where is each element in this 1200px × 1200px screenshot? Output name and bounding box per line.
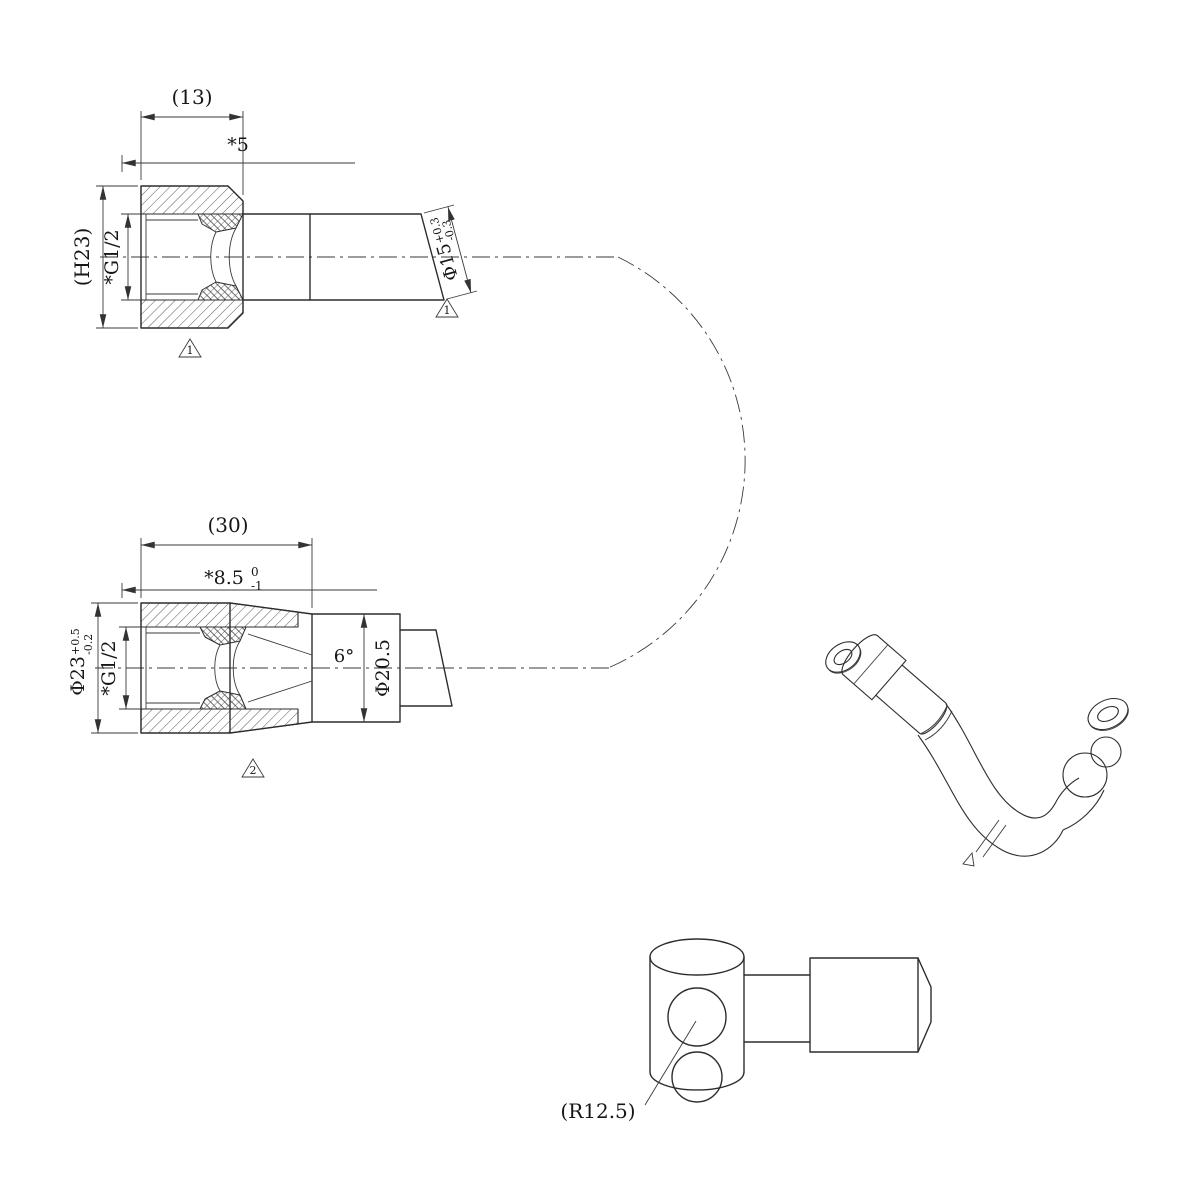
nut-face-small <box>1090 736 1122 768</box>
washer-b <box>1087 697 1129 731</box>
note-flag-triangle <box>241 758 265 778</box>
dim-body-label: Φ20.5 <box>372 639 394 697</box>
elbow-cylinder-sides <box>649 956 745 1073</box>
elbow-bottom-circle <box>671 1051 723 1103</box>
dim-body-diameter: Φ20.5 <box>360 614 394 722</box>
dim-radius-label: (R12.5) <box>560 1099 635 1123</box>
washer-rim <box>1090 707 1129 731</box>
dim-taper-label: 6° <box>334 646 354 667</box>
hose-crimp-line-2 <box>924 710 953 741</box>
hose-illustration <box>825 634 1129 867</box>
hose-cone-fitting <box>841 634 948 735</box>
taper-bore-lines <box>247 633 313 703</box>
note-flag-number: 2 <box>250 764 257 777</box>
washer-a <box>825 641 862 674</box>
dim-height: (H23) <box>70 185 138 329</box>
washer-inner <box>1097 705 1119 723</box>
pipe-neck <box>242 213 311 301</box>
elbow-fitting-view: (R12.5) <box>560 938 932 1123</box>
washer-outer <box>1087 697 1129 731</box>
seal-profile-outer <box>232 640 241 696</box>
hose-edge-lower <box>917 734 1064 857</box>
dim-pipe-tol-lower: -0.3 <box>440 218 458 242</box>
seal-section-bottom <box>199 690 247 710</box>
stub-section <box>399 629 453 707</box>
washer-rim <box>829 648 862 674</box>
seal-section-bottom <box>197 281 244 301</box>
dim-depth-label: *5 <box>227 134 249 156</box>
dim-outer-label: Φ23 <box>67 656 89 696</box>
elbow-port-circle <box>667 987 727 1047</box>
elbow-branch-block <box>809 957 919 1053</box>
cone-wall-hatch-top <box>140 602 299 628</box>
dim-thread-size: *G1/2 <box>98 626 141 710</box>
dim-depth-tol-upper: 0 <box>251 565 259 579</box>
note-flag-triangle <box>435 298 459 318</box>
top-fitting-view: (13) *5 (H23) *G1/2 <box>70 85 618 358</box>
dim-outer-tol-upper: +0.5 <box>69 628 82 655</box>
dim-outer-tol-lower: -0.2 <box>82 634 95 655</box>
washer-outer <box>825 641 861 673</box>
dim-thread-size: *G1/2 <box>101 213 141 301</box>
nut-wall-hatch-top <box>140 185 244 215</box>
note-flag-number: 1 <box>444 304 451 317</box>
dim-thread-ext <box>119 626 141 710</box>
dim-length: (30) <box>140 513 313 608</box>
elbow-branch-chamfer <box>917 957 932 1053</box>
dim-width-label: (13) <box>171 85 212 109</box>
dim-thread-label: *G1/2 <box>101 229 123 284</box>
dim-outer-diameter: Φ23 +0.5 -0.2 <box>67 602 138 734</box>
cone-tube <box>875 664 948 735</box>
dim-length-label: (30) <box>207 513 248 537</box>
note-flag-triangle <box>178 338 202 358</box>
hose-edge-upper <box>945 703 1058 819</box>
dim-width: (13) <box>140 85 244 195</box>
hose-clip-tab <box>962 851 975 867</box>
dim-pipe-diameter: Φ15 +0.3 -0.3 <box>423 204 478 300</box>
seal-profile-outer <box>228 227 237 287</box>
elbow-branch-neck <box>743 974 811 1043</box>
pipe-body <box>309 213 445 301</box>
cone-head-ring <box>853 644 889 685</box>
dim-pipe-line <box>447 206 472 294</box>
elbow-bottom-arc <box>649 1071 745 1091</box>
cone-wall-hatch-bottom <box>140 708 299 734</box>
note-flag-2: 2 <box>241 758 265 778</box>
dim-thread-depth: *8.5 0 -1 <box>121 565 377 598</box>
note-flag-1a: 1 <box>178 338 202 358</box>
elbow-top-ellipse <box>649 938 745 976</box>
nut-face-large <box>1062 752 1108 798</box>
dim-pipe-ext <box>423 204 478 300</box>
cone-fitting-view: (30) *8.5 0 -1 Φ23 +0.5 -0.2 *G1/2 <box>67 513 612 778</box>
note-flag-number: 1 <box>187 344 194 357</box>
cone-head <box>841 634 907 701</box>
cylinder-section <box>311 613 401 723</box>
dim-depth-label: *8.5 <box>204 567 244 589</box>
hose-crimp-line-1 <box>919 705 948 735</box>
seal-profile-inner <box>214 644 221 692</box>
dim-thread-label: *G1/2 <box>98 640 120 695</box>
seal-profile-inner <box>210 231 217 283</box>
seal-section-top <box>197 213 244 233</box>
seal-section-top <box>199 626 247 646</box>
nut-wall-hatch-bottom <box>140 299 244 329</box>
dim-width-ext <box>140 111 244 195</box>
hose-clip-band <box>975 819 1007 858</box>
dim-outer-ext <box>91 602 138 734</box>
dim-thread-depth: *5 <box>121 134 355 172</box>
note-flag-1b: 1 <box>435 298 459 318</box>
dim-height-label: (H23) <box>70 228 94 287</box>
pilot-centerline-arc <box>607 256 746 669</box>
radius-leader-line <box>644 1020 697 1106</box>
nut-outer-curve <box>1062 789 1105 831</box>
dim-depth-tol-lower: -1 <box>251 579 263 593</box>
